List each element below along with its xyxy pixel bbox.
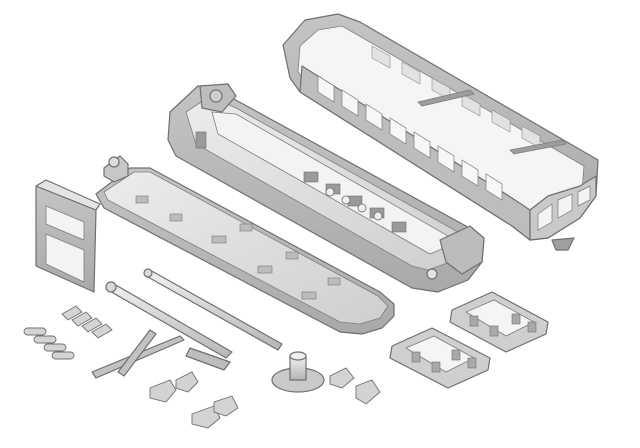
end-panel xyxy=(35,179,101,293)
chassis-frame xyxy=(167,83,485,293)
small-links xyxy=(23,305,113,360)
car-body-shell xyxy=(282,13,599,251)
axle-holes xyxy=(325,187,383,221)
rods xyxy=(91,268,283,379)
bogie-frame-rear xyxy=(449,291,549,353)
side-windows xyxy=(317,75,503,201)
floor-plate xyxy=(95,155,395,335)
pedestal xyxy=(271,351,325,393)
bogie-frame-front xyxy=(389,327,491,389)
small-brackets xyxy=(149,367,381,429)
